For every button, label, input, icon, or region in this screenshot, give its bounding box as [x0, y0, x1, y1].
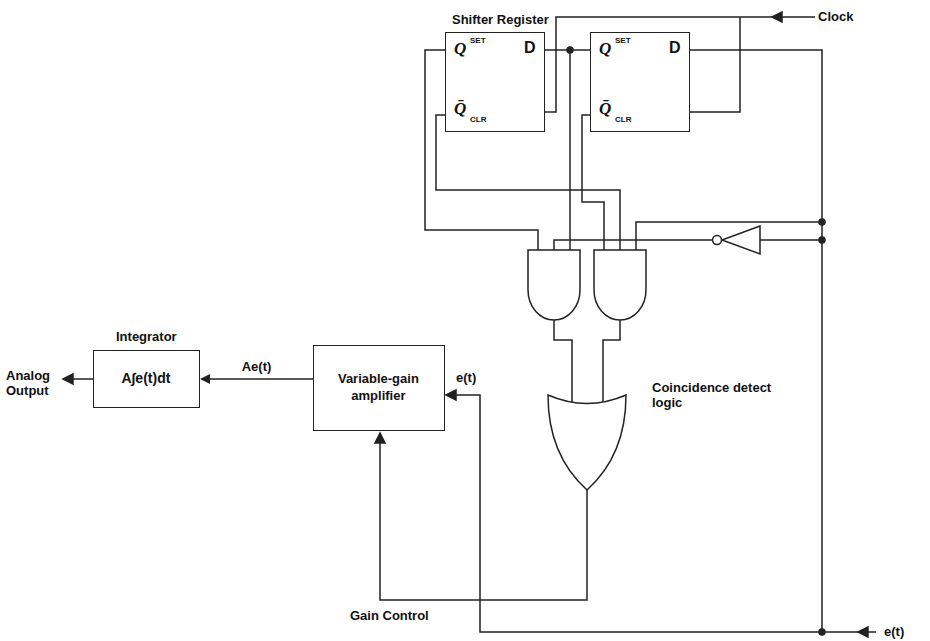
signal-label: Gain Control — [350, 608, 429, 623]
pin-set: SET — [615, 36, 631, 45]
pin-qbar: Q̄ — [454, 99, 466, 119]
block-formula: A∫e(t)dt — [121, 370, 170, 386]
wire-connector — [545, 50, 590, 51]
block-heading: Shifter Register — [452, 12, 549, 27]
signal-label: Ae(t) — [242, 359, 272, 374]
d-flip-flop: Q SET D Q̄ CLR — [445, 32, 545, 132]
signal-label: Analog Output — [6, 368, 61, 398]
pin-clr: CLR — [470, 115, 486, 124]
block-heading: Coincidence detect logic — [652, 380, 772, 410]
signal-label: e(t) — [884, 624, 904, 639]
pin-qbar: Q̄ — [599, 99, 611, 119]
wire-connector — [200, 374, 313, 384]
pin-q: Q — [454, 39, 466, 59]
block-heading: Integrator — [116, 329, 177, 344]
pin-set: SET — [470, 36, 486, 45]
amplifier-box: Variable-gain amplifier — [313, 345, 445, 431]
pin-d: D — [524, 39, 536, 57]
pin-clr: CLR — [615, 115, 631, 124]
pin-d: D — [669, 39, 681, 57]
integrator-box: IntegratorA∫e(t)dt — [93, 350, 200, 408]
block-name: Variable-gain amplifier — [323, 370, 433, 404]
clock-label: Clock — [818, 9, 853, 24]
pin-q: Q — [599, 39, 611, 59]
d-flip-flop: Q SET D Q̄ CLR — [590, 32, 690, 132]
signal-label: e(t) — [456, 370, 476, 385]
